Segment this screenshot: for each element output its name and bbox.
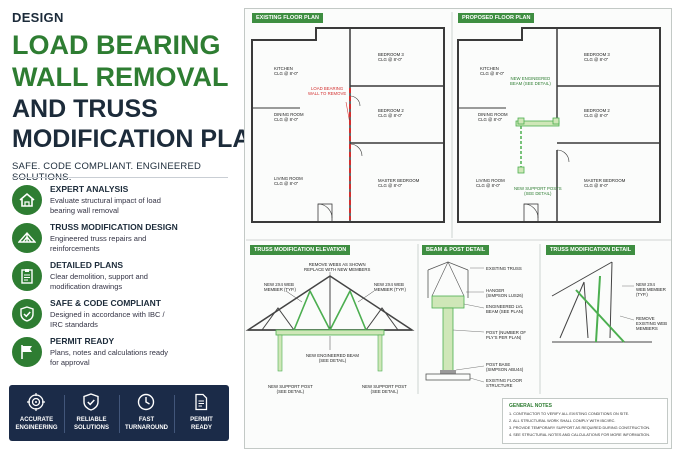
general-notes: GENERAL NOTES 1. CONTRACTOR TO VERIFY AL…	[502, 398, 668, 444]
document-icon	[195, 393, 208, 411]
shield-icon	[83, 393, 99, 411]
post-base	[440, 370, 456, 374]
note-item: 3. PROVIDE TEMPORARY SUPPORT AS REQUIRED…	[509, 426, 651, 430]
clipboard-icon	[12, 261, 42, 291]
existing-floor-plan	[251, 27, 445, 223]
elevation-title: TRUSS MODIFICATION ELEVATION	[250, 245, 351, 255]
title-line-2: WALL REMOVAL	[12, 62, 229, 92]
feature-desc: Designed in accordance with IBC / IRC st…	[50, 310, 165, 329]
divider	[12, 177, 228, 178]
floor-structure	[425, 373, 471, 381]
detail-label: POST BASE(SIMPSON ABU44)	[486, 362, 524, 372]
house-icon	[12, 185, 42, 215]
new-posts-callout: NEW SUPPORT POSTS(SEE DETAIL)	[514, 186, 562, 196]
existing-plan-title: EXISTING FLOOR PLAN	[252, 13, 323, 23]
elevation-beam	[275, 329, 385, 336]
shield-check-icon	[12, 299, 42, 329]
flag-icon	[12, 337, 42, 367]
detail-label: NEW 2x4WEB MEMBER(TYP.)	[636, 282, 666, 297]
note-item: 2. ALL STRUCTURAL WORK SHALL COMPLY WITH…	[509, 419, 616, 423]
left-panel: DESIGN LOAD BEARING WALL REMOVAL AND TRU…	[0, 0, 285, 453]
notes-title: GENERAL NOTES	[509, 403, 552, 409]
beam-post-detail	[427, 261, 469, 298]
new-web-members	[575, 275, 625, 343]
feature-expert-analysis: EXPERT ANALYSIS Evaluate structural impa…	[12, 184, 236, 224]
feature-title: TRUSS MODIFICATION DESIGN	[50, 222, 178, 232]
target-icon	[27, 393, 45, 411]
feature-code-compliant: SAFE & CODE COMPLIANT Designed in accord…	[12, 298, 236, 338]
detail-label: HANGER(SIMPSON LUS26)	[486, 288, 524, 298]
new-beam-note: NEW ENGINEERED BEAM(SEE DETAIL)	[306, 353, 360, 363]
post-member	[442, 307, 454, 373]
feature-title: EXPERT ANALYSIS	[50, 184, 129, 194]
truss-detail-title: TRUSS MODIFICATION DETAIL	[546, 245, 636, 255]
post-left	[277, 334, 283, 372]
feature-desc: Plans, notes and calculations ready for …	[50, 348, 168, 367]
proposed-plan-title: PROPOSED FLOOR PLAN	[458, 13, 535, 23]
new-beam-and-posts	[515, 117, 560, 174]
title-line-3: AND TRUSS	[12, 95, 158, 123]
feature-detailed-plans: DETAILED PLANS Clear demolition, support…	[12, 260, 236, 300]
feature-title: DETAILED PLANS	[50, 260, 124, 270]
feature-title: PERMIT READY	[50, 336, 115, 346]
note-item: 4. SEE STRUCTURAL NOTES AND CALCULATIONS…	[509, 433, 651, 437]
proposed-floor-plan	[457, 27, 661, 223]
detail-label: EXISTING TRUSS	[486, 266, 522, 271]
post-left-note: NEW SUPPORT POST(SEE DETAIL)	[268, 384, 313, 394]
truss-icon	[12, 223, 42, 253]
note-item: 1. CONTRACTOR TO VERIFY ALL EXISTING CON…	[509, 412, 630, 416]
feature-desc: Evaluate structural impact of load beari…	[50, 196, 161, 215]
truss-mod-detail	[551, 261, 652, 343]
feature-permit-ready: PERMIT READY Plans, notes and calculatio…	[12, 336, 236, 376]
clock-icon	[137, 393, 155, 411]
post-right-note: NEW SUPPORT POST(SEE DETAIL)	[362, 384, 407, 394]
title-line-4: MODIFICATION PLANS	[12, 125, 286, 153]
feature-desc: Engineered truss repairs and reinforceme…	[50, 234, 147, 253]
feature-desc: Clear demolition, support and modificati…	[50, 272, 148, 291]
lvl-beam	[431, 295, 465, 309]
feature-truss-design: TRUSS MODIFICATION DESIGN Engineered tru…	[12, 222, 236, 262]
post-right	[377, 334, 383, 372]
beam-post-title: BEAM & POST DETAIL	[422, 245, 490, 255]
feature-title: SAFE & CODE COMPLIANT	[50, 298, 161, 308]
title-line-1: LOAD BEARING	[12, 30, 221, 60]
eyebrow-text: DESIGN	[12, 10, 64, 25]
